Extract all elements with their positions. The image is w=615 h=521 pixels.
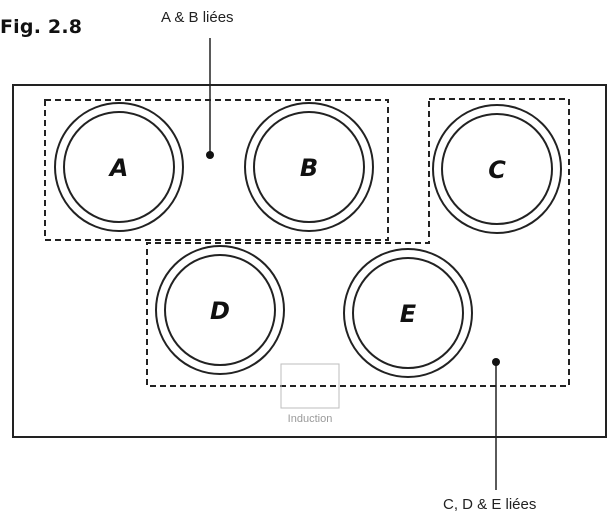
burner-e-label: E [400, 300, 417, 328]
figure-label: Fig. 2.8 [0, 16, 83, 38]
burner-c-label: C [488, 156, 506, 184]
zone-cde-outline [146, 98, 570, 387]
burner-e: E [343, 248, 473, 378]
callout-cde-linked: C, D & E liées [443, 496, 537, 513]
burner-d-label: D [210, 297, 230, 325]
callout-ab-linked: A & B liées [161, 9, 234, 26]
burner-a: A [54, 102, 184, 232]
induction-logo-text: Induction [288, 413, 333, 425]
burner-d: D [155, 245, 285, 375]
burner-b-label: B [300, 154, 318, 182]
callout-cde-leader [492, 358, 500, 490]
burner-c: C [432, 104, 562, 234]
callout-ab-leader [206, 38, 214, 159]
burner-a-label: A [108, 154, 129, 182]
zone-ab-outline [44, 99, 389, 241]
cooktop-outline [12, 84, 607, 438]
induction-logo: Induction [280, 363, 340, 425]
burner-b: B [244, 102, 374, 232]
